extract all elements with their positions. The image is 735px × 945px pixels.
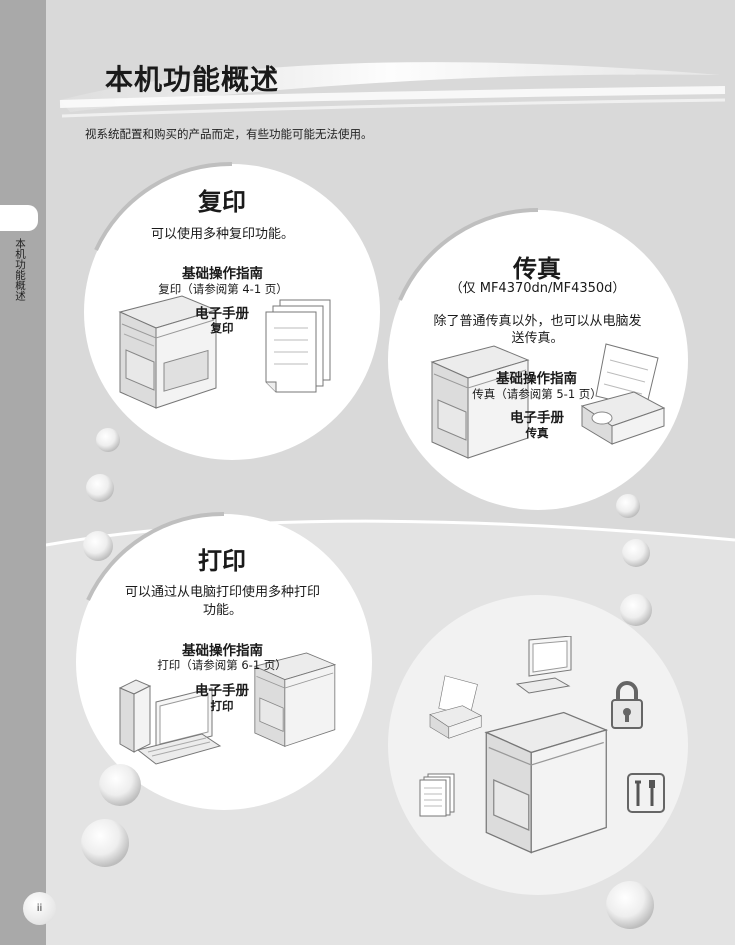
- fax-basic-guide: 基础操作指南: [496, 371, 577, 387]
- availability-note: 视系统配置和购买的产品而定，有些功能可能无法使用。: [85, 127, 373, 141]
- copy-e-manual: 电子手册: [195, 306, 249, 322]
- paper-stack-icon: [265, 299, 331, 393]
- print-description-line2: 功能。: [202, 603, 242, 618]
- fax-basic-guide-ref: 传真（请参阅第 5-1 页）: [472, 387, 602, 401]
- sidebar-section-label: 本机功能概述: [14, 238, 26, 301]
- title-swoosh: [60, 62, 720, 112]
- printer-icon: [430, 345, 530, 459]
- copy-heading: 复印: [198, 188, 246, 216]
- tools-icon: [627, 773, 665, 813]
- padlock-icon: [611, 681, 643, 729]
- fax-machine-icon: [580, 343, 666, 445]
- copy-e-manual-section: 复印: [210, 321, 234, 335]
- printer-icon: [253, 652, 337, 747]
- printer-icon: [118, 295, 218, 409]
- sidebar: [0, 0, 46, 945]
- page-number: ii: [23, 892, 56, 925]
- fax-description-line1: 除了普通传真以外，也可以从电脑发: [433, 314, 642, 329]
- page-title: 本机功能概述: [105, 63, 280, 96]
- fax-heading: 传真: [513, 255, 561, 283]
- fax-models: （仅 MF4370dn/MF4350d）: [449, 281, 626, 296]
- print-basic-guide-ref: 打印（请参阅第 6-1 页）: [157, 658, 287, 672]
- section-tab[interactable]: [0, 205, 38, 231]
- copy-basic-guide: 基础操作指南: [182, 266, 263, 282]
- fax-description-line2: 送传真。: [511, 331, 564, 346]
- copy-description: 可以使用多种复印功能。: [150, 227, 294, 242]
- copy-basic-guide-ref: 复印（请参阅第 4-1 页）: [158, 282, 288, 296]
- print-heading: 打印: [198, 547, 246, 575]
- print-e-manual-section: 打印: [210, 699, 234, 713]
- print-basic-guide: 基础操作指南: [182, 643, 263, 659]
- desktop-computer-icon: [118, 679, 222, 765]
- fax-e-manual: 电子手册: [510, 410, 564, 426]
- print-description-line1: 可以通过从电脑打印使用多种打印: [124, 585, 320, 600]
- fax-e-manual-section: 传真: [525, 426, 549, 440]
- printer-icon: [484, 711, 609, 854]
- monitor-icon: [515, 636, 572, 694]
- fax-machine-icon: [429, 675, 483, 739]
- paper-stack-icon: [419, 773, 455, 817]
- print-e-manual: 电子手册: [195, 683, 249, 699]
